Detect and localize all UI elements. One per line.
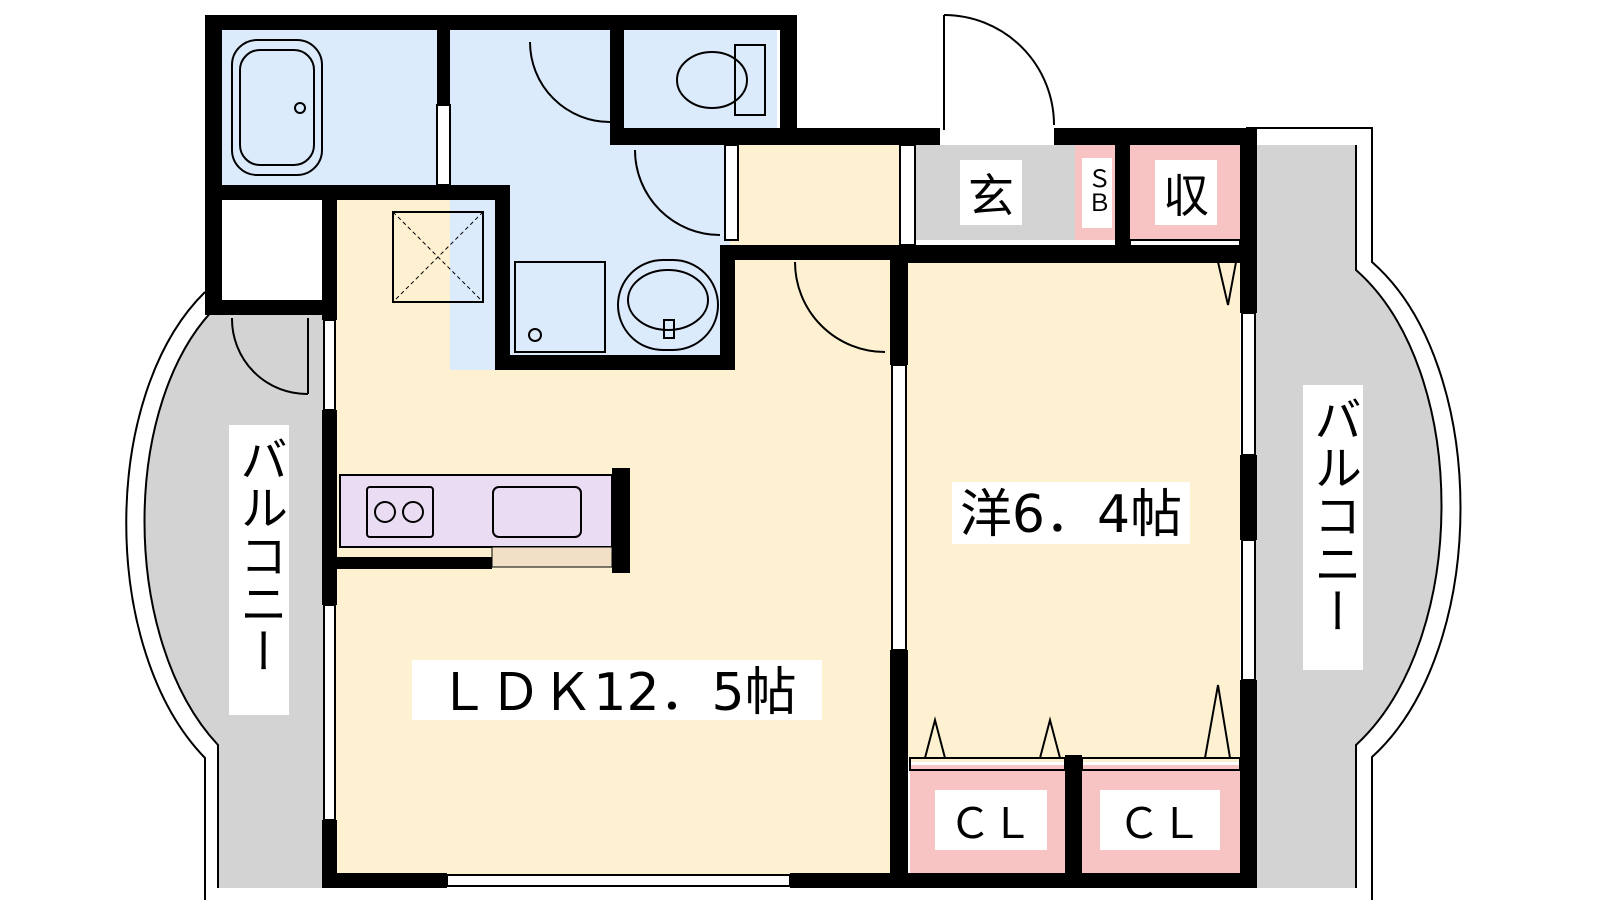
washing-machine-drain-icon <box>528 328 542 342</box>
faucet-icon <box>663 319 675 339</box>
hallway-floor <box>730 145 900 255</box>
closet-1-label: ＣＬ <box>949 799 1033 848</box>
bathtub-inner-icon <box>239 49 315 166</box>
balcony-right-inner <box>1355 145 1443 888</box>
sink-icon <box>492 486 582 538</box>
stove-icon <box>366 486 434 538</box>
balcony-left-outline <box>143 304 219 888</box>
bathroom-floor <box>222 30 437 185</box>
western-room-label: 洋6．4帖 <box>960 485 1182 545</box>
washbasin-icon <box>617 259 719 351</box>
shoe-box-label: ＳＢ <box>1083 166 1111 214</box>
kitchen-counter-extension <box>491 546 613 568</box>
closet-doors <box>909 239 1241 771</box>
washbasin-bowl-icon <box>627 269 709 331</box>
storage-closet-left-floor <box>222 205 322 305</box>
closet-2-label: ＣＬ <box>1118 799 1202 848</box>
bathtub-drain-icon <box>294 102 306 114</box>
entrance-label: 玄 <box>968 169 1014 223</box>
burner-left-icon <box>374 501 396 523</box>
windows <box>323 104 1256 887</box>
door-swings <box>230 14 1055 396</box>
storage-label: 収 <box>1163 169 1209 223</box>
burner-right-icon <box>402 501 424 523</box>
toilet-floor <box>622 30 777 128</box>
balcony-right-outline <box>1246 127 1462 900</box>
balcony-left-curve <box>144 305 218 745</box>
storage-hatch-icon <box>392 211 484 303</box>
washing-machine-space-icon <box>514 261 606 353</box>
bathtub-icon <box>231 39 323 176</box>
walls <box>205 15 1257 888</box>
ldk-label: ＬＤＫ12．5帖 <box>437 663 796 723</box>
balcony-left-outline-outer <box>125 291 206 900</box>
toilet-tank-icon <box>734 44 766 116</box>
toilet-bowl-icon <box>676 51 748 109</box>
balcony-right-label: バルコニー <box>1305 395 1361 635</box>
balcony-left-label: バルコニー <box>231 435 287 675</box>
